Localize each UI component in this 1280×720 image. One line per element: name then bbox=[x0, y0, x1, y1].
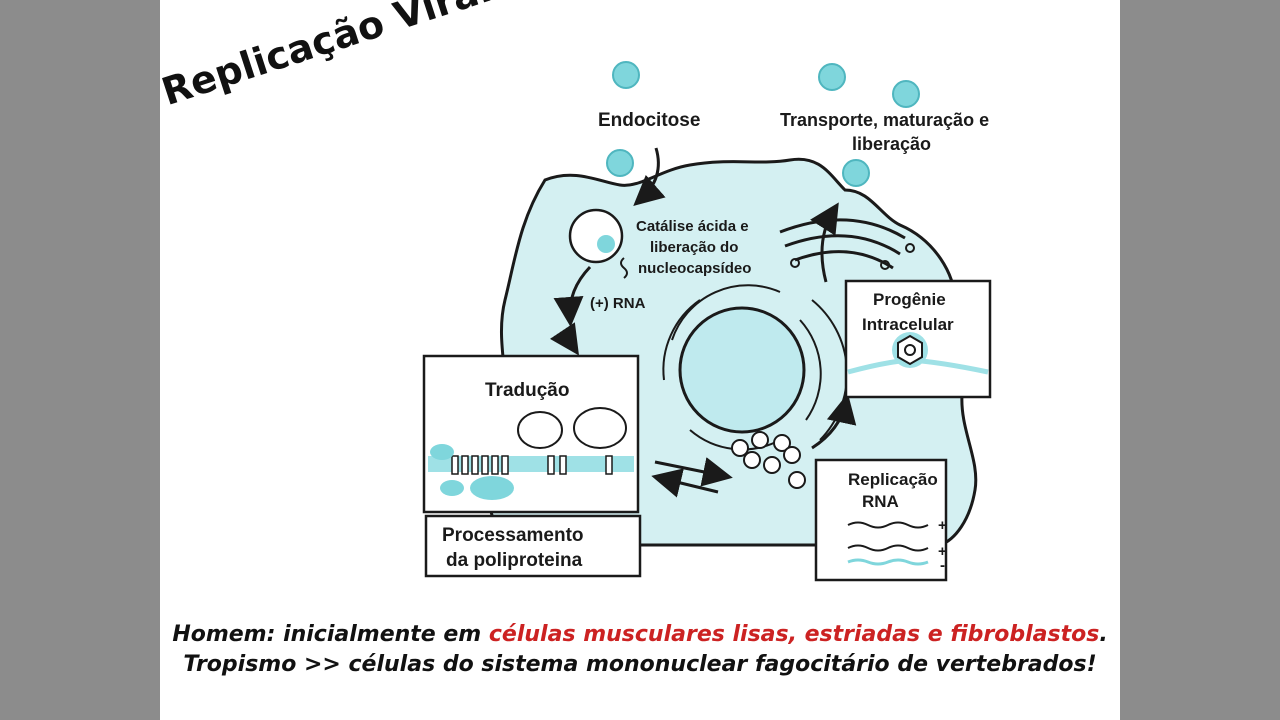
nucleus bbox=[678, 306, 806, 434]
virion bbox=[606, 149, 634, 177]
golgi-apparatus bbox=[794, 250, 894, 270]
replication-to-progeny-arrow bbox=[811, 393, 857, 450]
protein-blob bbox=[470, 476, 514, 500]
processing-panel: Processamento da poliproteina bbox=[424, 514, 642, 578]
exchange-arrow bbox=[654, 457, 733, 487]
replication-vesicle bbox=[783, 446, 801, 464]
endoplasmic-reticulum bbox=[662, 299, 701, 381]
virion bbox=[842, 159, 870, 187]
label-processing-line2: da poliproteina bbox=[446, 550, 583, 571]
golgi-apparatus bbox=[784, 234, 901, 256]
golgi-vesicle bbox=[880, 260, 890, 270]
capsid bbox=[897, 334, 923, 366]
label-progeny-line2: Intracelular bbox=[862, 315, 954, 334]
caption-highlight: células musculares lisas, estriadas e fi… bbox=[488, 622, 1100, 647]
er-membrane bbox=[428, 456, 634, 472]
caption-part1: Homem: inicialmente em bbox=[172, 622, 489, 647]
virion bbox=[612, 61, 640, 89]
label-progeny-line1: Progênie bbox=[873, 290, 946, 309]
rna-strand bbox=[847, 558, 929, 566]
translation-panel: Tradução bbox=[422, 354, 640, 514]
label-rna: (+) RNA bbox=[590, 295, 646, 312]
label-replication-line2: RNA bbox=[862, 492, 899, 511]
label-transport-line2: liberação bbox=[852, 134, 931, 154]
virion bbox=[892, 80, 920, 108]
label-catalysis-line2: liberação do bbox=[650, 239, 738, 256]
caption: Homem: inicialmente em células musculare… bbox=[170, 620, 1110, 680]
exchange-arrow bbox=[651, 468, 719, 498]
golgi-apparatus bbox=[779, 218, 906, 240]
ribosome bbox=[517, 411, 563, 449]
golgi-vesicle bbox=[790, 258, 800, 268]
entry-arrow bbox=[553, 265, 592, 327]
release-arrow bbox=[810, 202, 839, 283]
replication-vesicle bbox=[751, 431, 769, 449]
plus-sign: + bbox=[938, 517, 947, 534]
ribosome bbox=[573, 407, 627, 449]
progeny-panel: Progênie Intracelular bbox=[844, 279, 992, 399]
caption-part2: . Tropismo >> células do sistema mononuc… bbox=[183, 622, 1108, 677]
label-endocytosis: Endocitose bbox=[598, 110, 700, 131]
protein-blob bbox=[440, 480, 464, 496]
replication-vesicle bbox=[773, 434, 791, 452]
minus-sign: - bbox=[940, 557, 945, 574]
rna-to-translation-arrow bbox=[549, 322, 579, 356]
replication-panel: Replicação RNA + + - bbox=[814, 458, 948, 582]
endocytosis-arrow bbox=[633, 147, 666, 206]
label-transport-line1: Transporte, maturação e bbox=[780, 110, 989, 130]
rna-strand bbox=[847, 521, 929, 529]
label-catalysis-line3: nucleocapsídeo bbox=[638, 260, 751, 277]
label-translation: Tradução bbox=[485, 380, 569, 401]
golgi-vesicle bbox=[905, 243, 915, 253]
label-replication-line1: Replicação bbox=[848, 470, 938, 489]
replication-vesicle bbox=[763, 456, 781, 474]
nucleocapsid bbox=[597, 235, 615, 253]
replication-vesicle bbox=[731, 439, 749, 457]
label-processing-line1: Processamento bbox=[442, 525, 584, 546]
endoplasmic-reticulum bbox=[671, 284, 781, 341]
endoplasmic-reticulum bbox=[799, 319, 822, 421]
label-catalysis-line1: Catálise ácida e bbox=[636, 218, 749, 235]
rna-strand bbox=[620, 257, 628, 279]
replication-vesicle bbox=[788, 471, 806, 489]
plus-sign: + bbox=[938, 543, 947, 560]
endosome bbox=[568, 208, 624, 264]
protein-blob bbox=[430, 444, 454, 460]
virion bbox=[818, 63, 846, 91]
replication-vesicle bbox=[743, 451, 761, 469]
rna-strand bbox=[847, 544, 929, 552]
